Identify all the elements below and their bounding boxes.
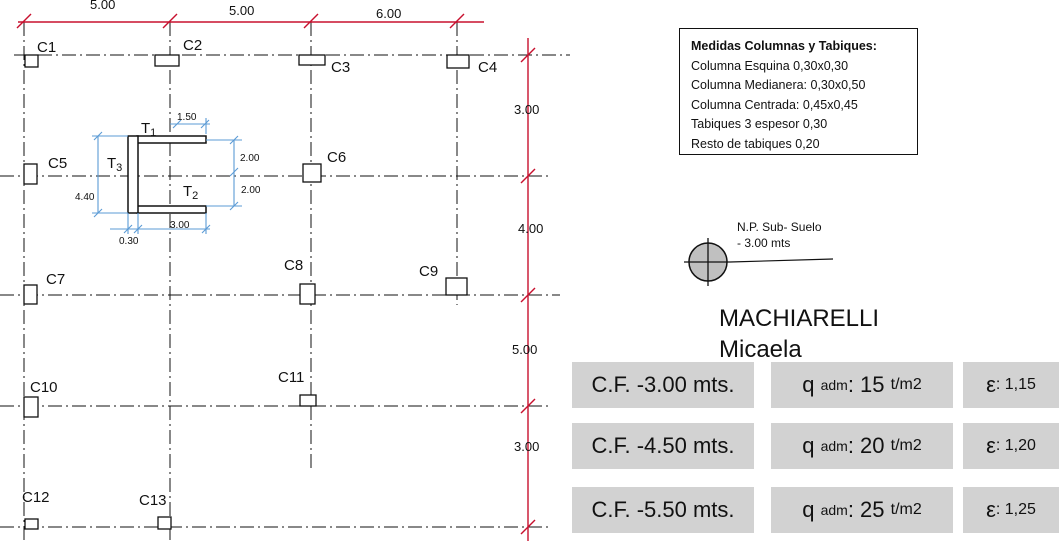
wall-label-t1: T1 — [141, 120, 156, 139]
column-c2 — [154, 54, 180, 67]
table-eps-1: ε: 1,15 — [963, 362, 1059, 408]
table-cf-2: C.F. -4.50 mts. — [572, 423, 754, 469]
column-label-c12: C12 — [22, 489, 50, 506]
wall-shapes — [127, 135, 207, 214]
column-c3 — [298, 54, 326, 66]
dim-tick — [449, 13, 465, 29]
wall-label-t2: T2 — [183, 183, 198, 202]
column-c4 — [446, 54, 470, 69]
table-q-2: q adm: 20 t/m2 — [771, 423, 953, 469]
level-marker-line2: - 3.00 mts — [737, 236, 791, 250]
table-cf-1: C.F. -3.00 mts. — [572, 362, 754, 408]
wall-dim-5: 3.00 — [170, 220, 190, 231]
legend-line: Columna Centrada: 0,45x0,45 — [691, 97, 858, 112]
wall-t3 — [127, 135, 139, 214]
wall-dim-2: 2.00 — [240, 153, 260, 164]
top-dimension-line — [16, 13, 484, 29]
legend-title: Medidas Columnas y Tabiques: — [691, 39, 877, 53]
column-label-c4: C4 — [478, 59, 497, 76]
table-q-3: q adm: 25 t/m2 — [771, 487, 953, 533]
wall-dim-6: 0.30 — [119, 236, 139, 247]
author-block: MACHIARELLI Micaela — [719, 303, 879, 365]
axis-grid — [0, 22, 570, 541]
column-shapes — [23, 54, 470, 530]
column-label-c9: C9 — [419, 263, 438, 280]
dim-tick — [520, 398, 536, 414]
wall-dimension-lines — [92, 118, 242, 234]
column-c9 — [445, 277, 468, 296]
dim-top-2: 5.00 — [229, 3, 254, 18]
author-name: Micaela — [719, 336, 802, 363]
dim-top-1: 5.00 — [90, 0, 115, 12]
column-label-c7: C7 — [46, 271, 65, 288]
column-label-c8: C8 — [284, 257, 303, 274]
dim-tick — [520, 519, 536, 535]
column-c1 — [24, 54, 39, 68]
column-label-c5: C5 — [48, 155, 67, 172]
dim-tick — [520, 168, 536, 184]
level-marker-symbol — [684, 238, 834, 286]
wall-t2 — [136, 205, 207, 214]
column-label-c11: C11 — [278, 369, 304, 386]
column-c12 — [24, 518, 39, 530]
column-label-c10: C10 — [30, 379, 58, 396]
right-dimension-line — [520, 38, 536, 541]
dim-right-2: 4.00 — [518, 221, 543, 236]
column-c8 — [299, 283, 316, 305]
level-marker-text: N.P. Sub- Suelo - 3.00 mts — [737, 219, 822, 251]
legend-line: Tabiques 3 espesor 0,30 — [691, 117, 828, 131]
dim-right-3: 5.00 — [512, 342, 537, 357]
author-surname: MACHIARELLI — [719, 305, 880, 332]
column-c11 — [299, 394, 317, 407]
dim-tick — [520, 47, 536, 63]
column-label-c13: C13 — [139, 492, 167, 509]
wall-t1 — [136, 135, 207, 144]
dim-right-1: 3.00 — [514, 102, 539, 117]
legend-line: Resto de tabiques 0,20 — [691, 136, 820, 151]
column-label-c6: C6 — [327, 149, 346, 166]
column-c10 — [23, 396, 39, 418]
legend-box: Medidas Columnas y Tabiques: Columna Esq… — [679, 28, 918, 155]
dim-tick — [16, 13, 32, 29]
table-eps-2: ε: 1,20 — [963, 423, 1059, 469]
column-c7 — [23, 284, 38, 305]
legend-line: Columna Medianera: 0,30x0,50 — [691, 78, 866, 92]
legend-line: Columna Esquina 0,30x0,30 — [691, 58, 849, 73]
wall-dim-1: 1.50 — [177, 112, 197, 123]
table-eps-3: ε: 1,25 — [963, 487, 1059, 533]
wall-label-t3: T3 — [107, 155, 122, 174]
dim-top-3: 6.00 — [376, 6, 401, 21]
dim-tick — [520, 287, 536, 303]
column-label-c3: C3 — [331, 59, 350, 76]
dim-right-4: 3.00 — [514, 439, 539, 454]
column-label-c1: C1 — [37, 39, 56, 56]
dim-tick — [162, 13, 178, 29]
table-q-1: q adm: 15 t/m2 — [771, 362, 953, 408]
wall-dim-3: 2.00 — [241, 185, 261, 196]
dim-tick — [303, 13, 319, 29]
column-c5 — [23, 163, 38, 185]
column-label-c2: C2 — [183, 37, 202, 54]
column-c13 — [157, 516, 172, 530]
level-marker-line1: N.P. Sub- Suelo — [737, 220, 822, 234]
column-c6 — [302, 163, 322, 183]
wall-dim-4: 4.40 — [75, 192, 95, 203]
table-cf-3: C.F. -5.50 mts. — [572, 487, 754, 533]
